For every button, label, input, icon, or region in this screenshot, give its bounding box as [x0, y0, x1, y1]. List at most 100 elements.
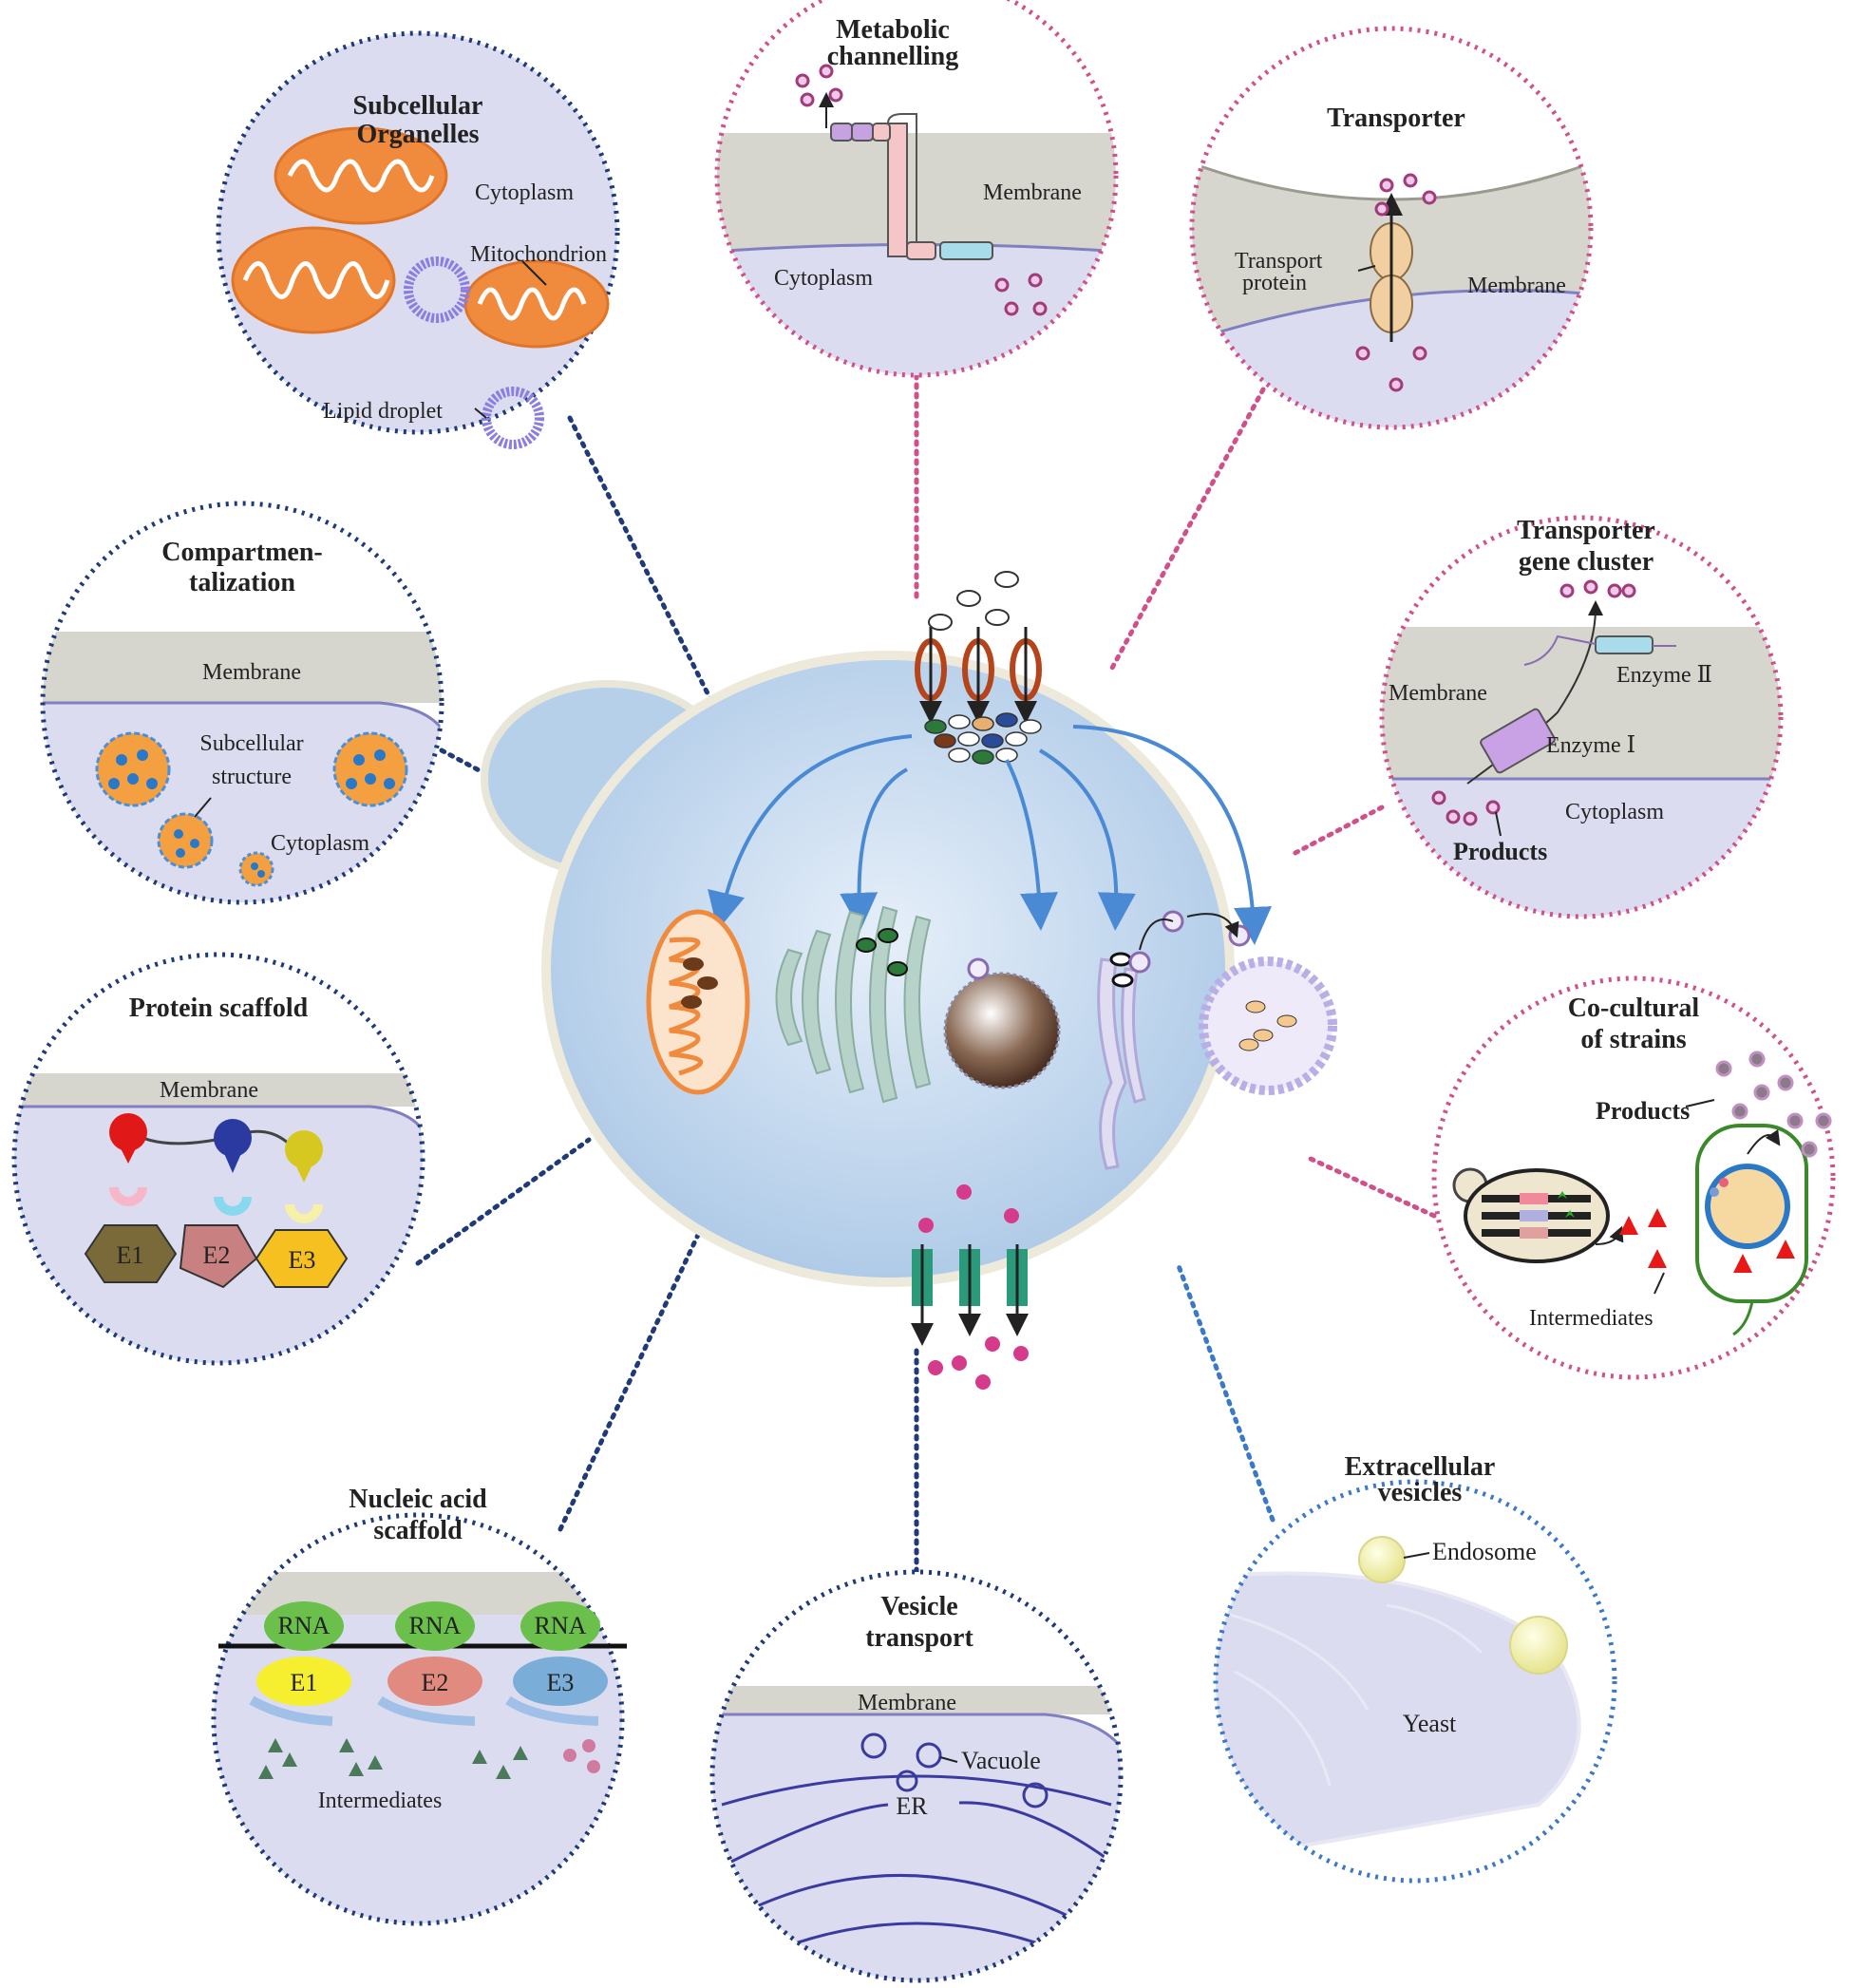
organelles-lipid-droplet-label: Lipid droplet — [323, 399, 443, 424]
er-cisternae — [721, 1774, 1112, 1959]
panel-nucleic-acid-scaffold: Nucleic acid scaffold RNA RNA RNA E1 E2 … — [211, 1485, 627, 1926]
cluster-products — [1431, 579, 1636, 826]
transporter-title: Transporter — [1327, 104, 1465, 133]
channel-metabolites — [795, 64, 1048, 316]
vesicle-title-1: Vesicle — [880, 1592, 957, 1621]
extracellular-yeast-label: Yeast — [1403, 1710, 1457, 1737]
cluster-enzyme2-label: Enzyme Ⅱ — [1616, 663, 1712, 688]
panel-extracellular-vesicles: Extracellular vesicles Endosome Yeast — [1213, 1452, 1617, 1884]
transport-protein-label-2: protein — [1242, 271, 1307, 295]
nucleic-intermediates-label: Intermediates — [318, 1789, 443, 1813]
connector-extracellular — [1175, 1260, 1276, 1523]
organelles-mitochondrion-label: Mitochondrion — [470, 242, 607, 267]
nucleic-title-1: Nucleic acid — [349, 1485, 487, 1514]
protein-membrane-label: Membrane — [160, 1078, 258, 1103]
nucleic-rna-label-3: RNA — [535, 1612, 587, 1639]
protein-e2-label: E2 — [203, 1241, 231, 1269]
connector-organelles — [567, 415, 725, 725]
panel-subcellular-organelles: Subcellular Organelles Cytoplasm Mitocho… — [216, 30, 620, 449]
cell-vacuole — [1199, 956, 1337, 1095]
transporter-membrane-label: Membrane — [1467, 274, 1566, 298]
coculture-products-label: Products — [1596, 1097, 1690, 1125]
panel-transporter-gene-cluster: Transporter gene cluster Membrane Enzyme… — [1379, 515, 1784, 919]
cluster-membrane-label: Membrane — [1389, 681, 1487, 706]
nucleic-e3-label: E3 — [547, 1669, 575, 1696]
organelle-ring — [404, 256, 470, 323]
connector-nucleic — [557, 1232, 701, 1532]
metabolic-title-1: Metabolic — [836, 15, 950, 45]
vesicle-membrane-label: Membrane — [858, 1691, 956, 1715]
compartment-subcellular-label-2: structure — [212, 765, 292, 789]
cluster-title-2: gene cluster — [1519, 547, 1654, 577]
coculture-title-2: of strains — [1580, 1025, 1686, 1054]
central-yeast-cell — [481, 571, 1337, 1390]
compartment-title-1: Compartmen- — [161, 538, 323, 567]
cell-er — [1097, 910, 1251, 1170]
yeast-strain — [1452, 1167, 1624, 1263]
nucleic-title-2: scaffold — [373, 1516, 463, 1545]
panel-cocultural-strains: Co-cultural of strains Products Intermed… — [1431, 975, 1836, 1380]
compartment-title-2: talization — [189, 568, 295, 597]
connector-coculture — [1308, 1156, 1437, 1219]
scaffold-domains — [84, 1113, 349, 1289]
vesicles — [860, 1732, 1049, 1808]
panel-vesicle-transport: Vesicle transport Membrane Vacuole ER — [709, 1569, 1124, 1983]
cluster-enzyme1-label: Enzyme Ⅰ — [1546, 733, 1635, 758]
transport-protein-label-1: Transport — [1235, 249, 1323, 274]
compartment-cytoplasm-label: Cytoplasm — [271, 831, 369, 856]
distribution-arrows — [708, 725, 1272, 945]
rna-enzyme-complexes — [249, 1601, 608, 1726]
organelles-title-1: Subcellular — [353, 91, 483, 121]
connector-protein — [415, 1137, 592, 1266]
nucleic-intermediates — [258, 1738, 600, 1779]
bacterial-strain — [1695, 1124, 1808, 1336]
coculture-intermediates-label: Intermediates — [1529, 1306, 1654, 1331]
organelles-cytoplasm-label: Cytoplasm — [475, 180, 574, 205]
cluster-enzymes — [1466, 600, 1676, 785]
endosomes — [1358, 1536, 1568, 1675]
panel-transporter: Transporter Transport protein Membrane — [1189, 26, 1594, 430]
connector-cluster — [1289, 805, 1385, 858]
panel-metabolic-channelling: Metabolic channelling Membrane Cytoplasm — [714, 0, 1119, 378]
protein-e1-label: E1 — [117, 1241, 144, 1269]
coculture-products — [1715, 1051, 1832, 1158]
organelles-title-2: Organelles — [356, 120, 479, 149]
panel-protein-scaffold: Protein scaffold Membrane E1 E2 E3 — [11, 952, 425, 1366]
metabolic-cytoplasm-label: Cytoplasm — [774, 266, 873, 291]
connector-transporter — [1108, 387, 1266, 672]
metabolic-title-2: channelling — [827, 42, 958, 71]
transporter-metabolites — [1355, 173, 1437, 392]
nucleic-e1-label: E1 — [291, 1669, 318, 1696]
nucleic-rna-label-2: RNA — [409, 1612, 462, 1639]
organelle-mitochondria — [231, 126, 610, 349]
extracellular-title-1: Extracellular — [1345, 1452, 1496, 1482]
protein-title: Protein scaffold — [129, 994, 309, 1023]
nucleic-e2-label: E2 — [422, 1669, 449, 1696]
compartment-subcellular-label-1: Subcellular — [199, 731, 303, 756]
export-transporters — [911, 1184, 1029, 1390]
compartment-membrane-label: Membrane — [202, 660, 301, 685]
extracellular-endosome-label: Endosome — [1432, 1538, 1537, 1565]
uptake-transporters — [915, 571, 1042, 724]
subcellular-structures — [95, 731, 408, 887]
connector-lines — [415, 372, 1437, 1575]
channel-complex — [819, 92, 993, 260]
vesicle-vacuole-label: Vacuole — [961, 1747, 1041, 1774]
transport-protein-shape — [1370, 193, 1413, 342]
panel-compartmentalization: Compartmen- talization Membrane Subcellu… — [40, 501, 444, 905]
cluster-cytoplasm-label: Cytoplasm — [1565, 800, 1664, 824]
vesicle-title-2: transport — [865, 1623, 973, 1653]
cell-nucleus — [943, 957, 1061, 1089]
cluster-title-1: Transporter — [1517, 516, 1655, 545]
extracellular-title-2: vesicles — [1378, 1478, 1463, 1507]
metabolic-membrane-label: Membrane — [983, 180, 1082, 205]
cell-golgi — [775, 905, 932, 1104]
coculture-title-1: Co-cultural — [1568, 994, 1700, 1023]
vesicle-er-label: ER — [896, 1792, 928, 1820]
cell-mitochondrion — [646, 909, 750, 1095]
protein-e3-label: E3 — [289, 1246, 316, 1274]
metabolite-pool — [924, 712, 1042, 765]
nucleic-rna-label-1: RNA — [278, 1612, 331, 1639]
cluster-products-label: Products — [1453, 838, 1547, 865]
